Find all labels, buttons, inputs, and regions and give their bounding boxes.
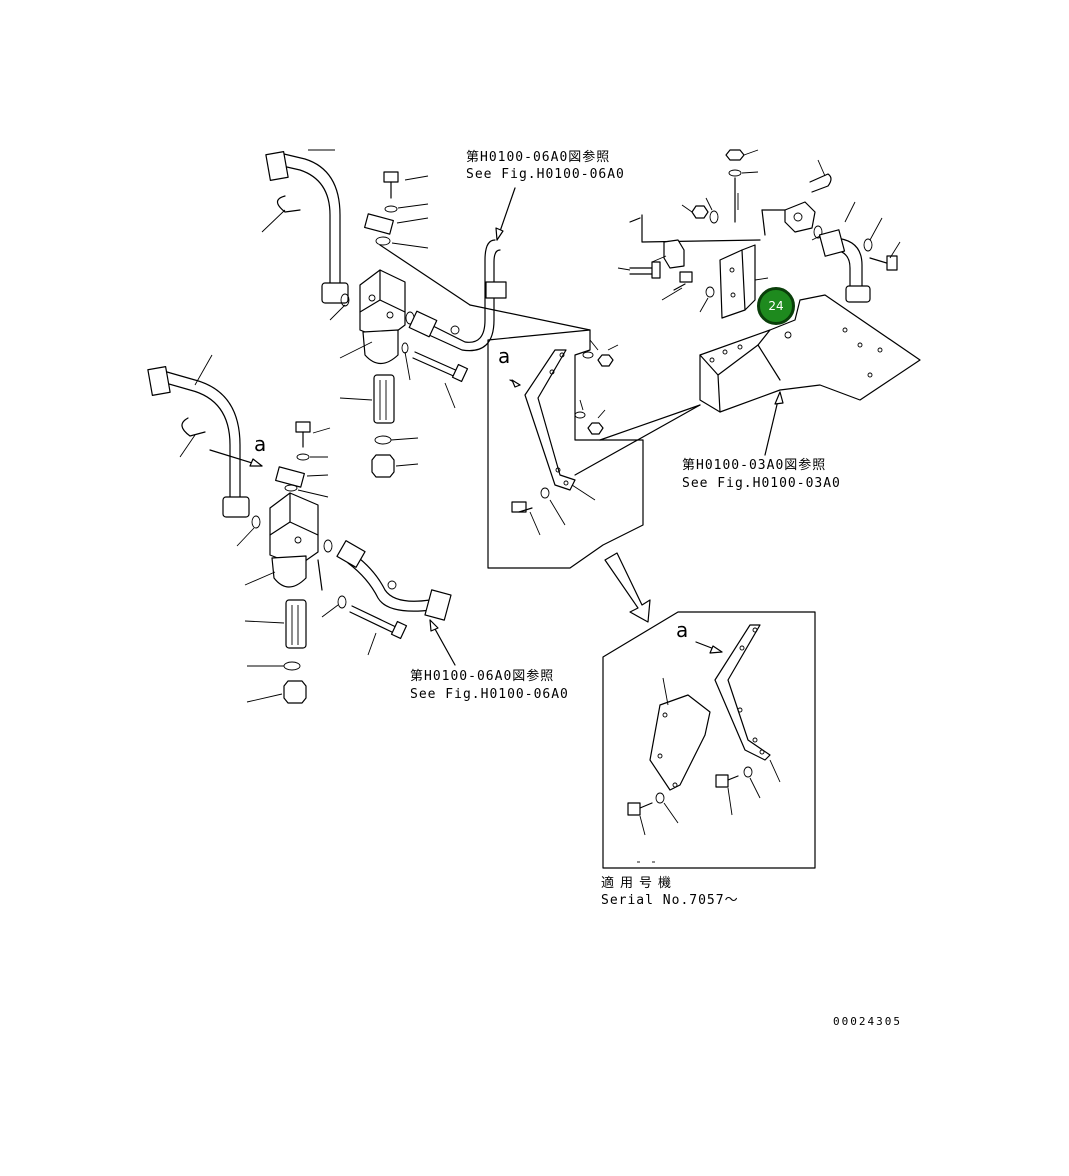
- serial-jp: 適用号機: [601, 876, 678, 891]
- detail-letter-a-lower: a: [254, 432, 267, 456]
- upper-valve-assembly: [261, 149, 591, 478]
- callout-number: 24: [768, 299, 784, 313]
- ref-arrow-top: [495, 187, 516, 241]
- ref-06a0-top-en: See Fig.H0100-06A0: [466, 167, 625, 182]
- detail-letter-a-inset: a: [676, 618, 689, 642]
- document-number: 00024305: [833, 1015, 902, 1028]
- lower-valve-assembly: [147, 354, 452, 704]
- bracket-detail-a: [487, 329, 701, 569]
- ref-03a0-jp: 第H0100-03A0図参照: [682, 458, 827, 473]
- detail-arrow: [604, 552, 651, 623]
- ref-06a0-top-jp: 第H0100-06A0図参照: [466, 150, 611, 165]
- callout-marker[interactable]: 24: [757, 287, 795, 325]
- ref-06a0-bottom-en: See Fig.H0100-06A0: [410, 687, 569, 702]
- detail-letter-a-upper: a: [498, 344, 511, 368]
- right-frame-assembly: [599, 149, 921, 456]
- detail-inset: [602, 611, 816, 869]
- ref-06a0-bottom-jp: 第H0100-06A0図参照: [410, 669, 555, 684]
- letter-a-leader-lower: [209, 449, 263, 467]
- ref-03a0-en: See Fig.H0100-03A0: [682, 476, 841, 491]
- ref-arrow-bottom: [429, 619, 456, 666]
- serial-en: Serial No.7057～: [601, 893, 739, 908]
